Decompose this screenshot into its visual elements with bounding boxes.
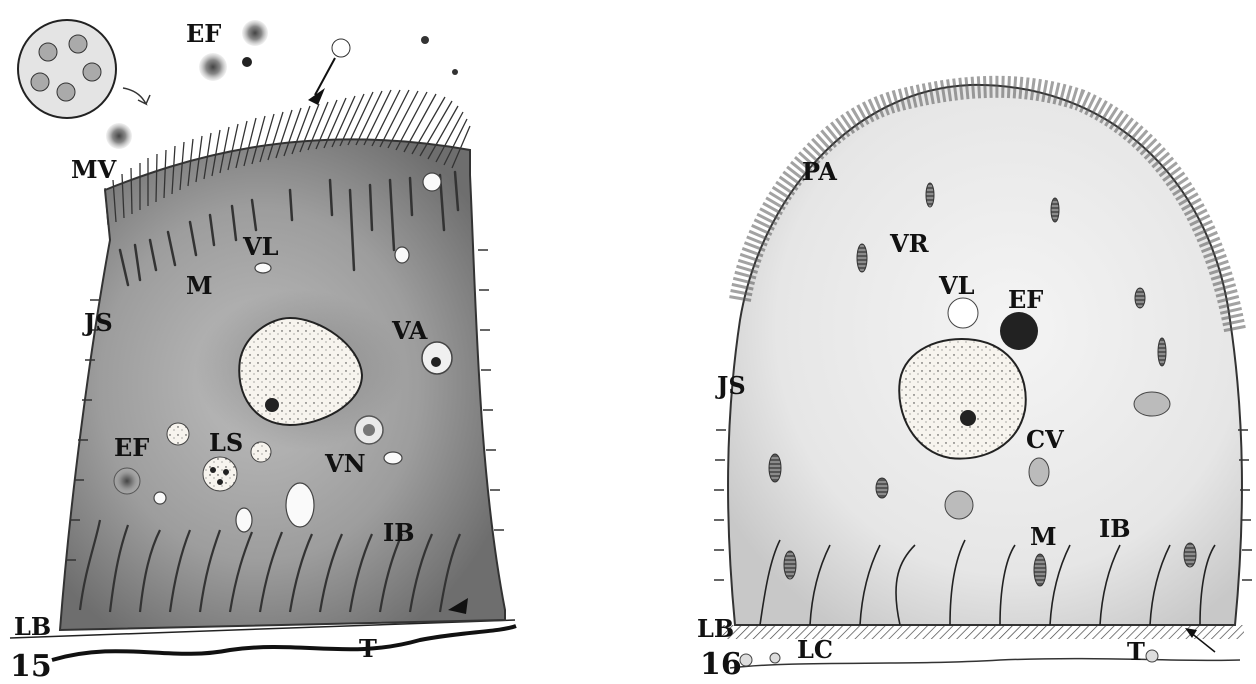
- endosome-ef-16: [1000, 312, 1038, 350]
- label-ef-16: EF: [1008, 288, 1043, 312]
- label-ib-16: IB: [1099, 517, 1131, 541]
- label-vr-16: VR: [890, 232, 929, 256]
- label-lc-16: LC: [797, 638, 833, 662]
- nucleolus-16: [960, 410, 976, 426]
- label-t-15: T: [359, 637, 377, 661]
- label-lb-15: LB: [14, 615, 51, 639]
- vacuole-vl-16: [948, 298, 978, 328]
- label-pa-16: PA: [802, 160, 837, 184]
- label-vl-16: VL: [939, 274, 975, 298]
- label-cv-16: CV: [1026, 428, 1064, 452]
- connective-tissue-15: [52, 626, 516, 660]
- label-js-15: JS: [84, 311, 113, 335]
- label-m-15: M: [186, 274, 213, 298]
- figure-16: [714, 85, 1252, 668]
- arrow-vesicle-15: [315, 58, 335, 95]
- autophagic-vacuole-15: [422, 342, 452, 374]
- label-vn-15: VN: [325, 452, 366, 476]
- label-va-15: VA: [392, 319, 427, 343]
- label-mv-15: MV: [71, 158, 116, 182]
- label-t-16: T: [1127, 640, 1145, 664]
- label-vl-15: VL: [243, 235, 279, 259]
- nuclear-vacuole-15: [355, 416, 383, 444]
- label-lb-16: LB: [697, 617, 734, 641]
- nucleus-16: [899, 339, 1026, 459]
- label-ib-15: IB: [383, 521, 415, 545]
- figure-number-15: 15: [10, 652, 52, 682]
- figure-15: [10, 20, 516, 660]
- inset-cross-section: [18, 20, 150, 118]
- label-js-16: JS: [717, 374, 746, 398]
- label-ef-top-15: EF: [186, 22, 221, 46]
- nucleolus-15: [265, 398, 279, 412]
- endosome-ef-15: [114, 468, 140, 494]
- external-particles-15: [106, 20, 458, 149]
- label-ef-15: EF: [114, 436, 149, 460]
- label-ls-15: LS: [209, 431, 243, 455]
- label-m-16: M: [1030, 525, 1057, 549]
- figure-number-16: 16: [700, 650, 742, 680]
